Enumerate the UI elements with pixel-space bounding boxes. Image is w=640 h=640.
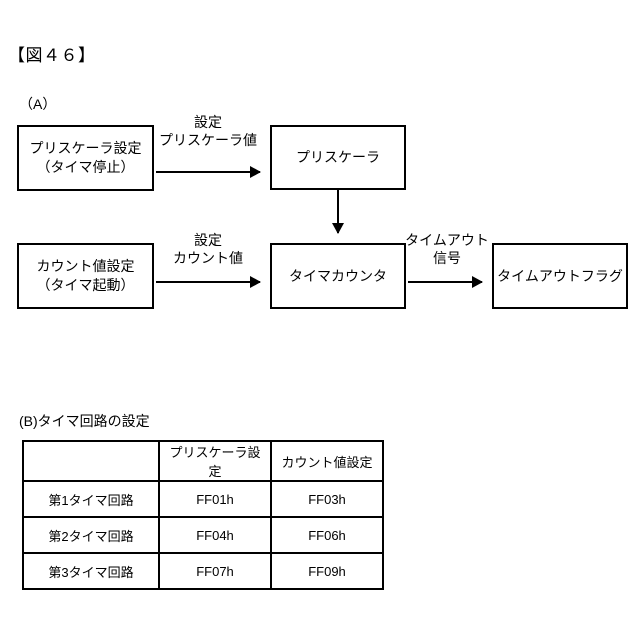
- arrow-label-prescaler-value: 設定 プリスケーラ値: [143, 114, 273, 149]
- arrow-label-timeout-signal-line1: タイムアウト: [405, 232, 489, 248]
- table-row: 第1タイマ回路 FF01h FF03h: [22, 480, 384, 518]
- table-header-row: プリスケーラ設定 カウント値設定: [22, 440, 384, 482]
- arrow-label-timeout-signal: タイムアウト 信号: [397, 232, 497, 267]
- block-prescaler-line1: プリスケーラ: [296, 149, 380, 166]
- arrow-right-prescaler-value-icon: [156, 166, 261, 178]
- figure-title: 【図４６】: [8, 46, 96, 65]
- block-timeout-flag-line1: タイムアウトフラグ: [497, 267, 623, 284]
- block-timer-counter-line1: タイマカウンタ: [289, 267, 387, 284]
- table-cell-name: 第2タイマ回路: [22, 516, 160, 554]
- table-cell-prescaler: FF04h: [158, 516, 272, 554]
- arrow-label-prescaler-value-line2: プリスケーラ値: [159, 131, 257, 148]
- arrow-label-count-value-line1: 設定: [194, 232, 222, 248]
- table-cell-count: FF06h: [270, 516, 384, 554]
- table-cell-count: FF03h: [270, 480, 384, 518]
- block-prescaler-setting-line1: プリスケーラ設定: [29, 140, 142, 157]
- arrow-label-count-value-line2: カウント値: [173, 249, 243, 266]
- block-prescaler: プリスケーラ: [270, 125, 406, 190]
- arrow-label-timeout-signal-line2: 信号: [433, 249, 461, 266]
- block-prescaler-setting-line2: （タイマ停止）: [36, 159, 135, 175]
- table-cell-count: FF09h: [270, 552, 384, 590]
- section-a-label: （A）: [19, 96, 57, 112]
- table-cell-prescaler: FF07h: [158, 552, 272, 590]
- timer-settings-table: プリスケーラ設定 カウント値設定 第1タイマ回路 FF01h FF03h 第2タ…: [22, 440, 384, 590]
- table-header-prescaler: プリスケーラ設定: [158, 440, 272, 482]
- table-header-corner: [22, 440, 160, 482]
- block-count-value-setting-line2: （タイマ起動）: [36, 277, 135, 293]
- table-row: 第3タイマ回路 FF07h FF09h: [22, 552, 384, 590]
- arrow-label-prescaler-value-line1: 設定: [194, 114, 222, 130]
- table-cell-prescaler: FF01h: [158, 480, 272, 518]
- block-timer-counter: タイマカウンタ: [270, 243, 406, 309]
- arrow-down-prescaler-to-counter-icon: [332, 190, 344, 234]
- block-timeout-flag: タイムアウトフラグ: [492, 243, 628, 309]
- section-b-label: (B)タイマ回路の設定: [19, 413, 150, 429]
- block-prescaler-setting: プリスケーラ設定 （タイマ停止）: [17, 125, 154, 191]
- table-cell-name: 第3タイマ回路: [22, 552, 160, 590]
- arrow-right-timeout-signal-icon: [408, 276, 483, 288]
- arrow-right-count-value-icon: [156, 276, 261, 288]
- block-count-value-setting: カウント値設定 （タイマ起動）: [17, 243, 154, 309]
- table-header-count: カウント値設定: [270, 440, 384, 482]
- table-cell-name: 第1タイマ回路: [22, 480, 160, 518]
- block-count-value-setting-line1: カウント値設定: [36, 258, 135, 275]
- table-row: 第2タイマ回路 FF04h FF06h: [22, 516, 384, 554]
- arrow-label-count-value: 設定 カウント値: [148, 232, 268, 267]
